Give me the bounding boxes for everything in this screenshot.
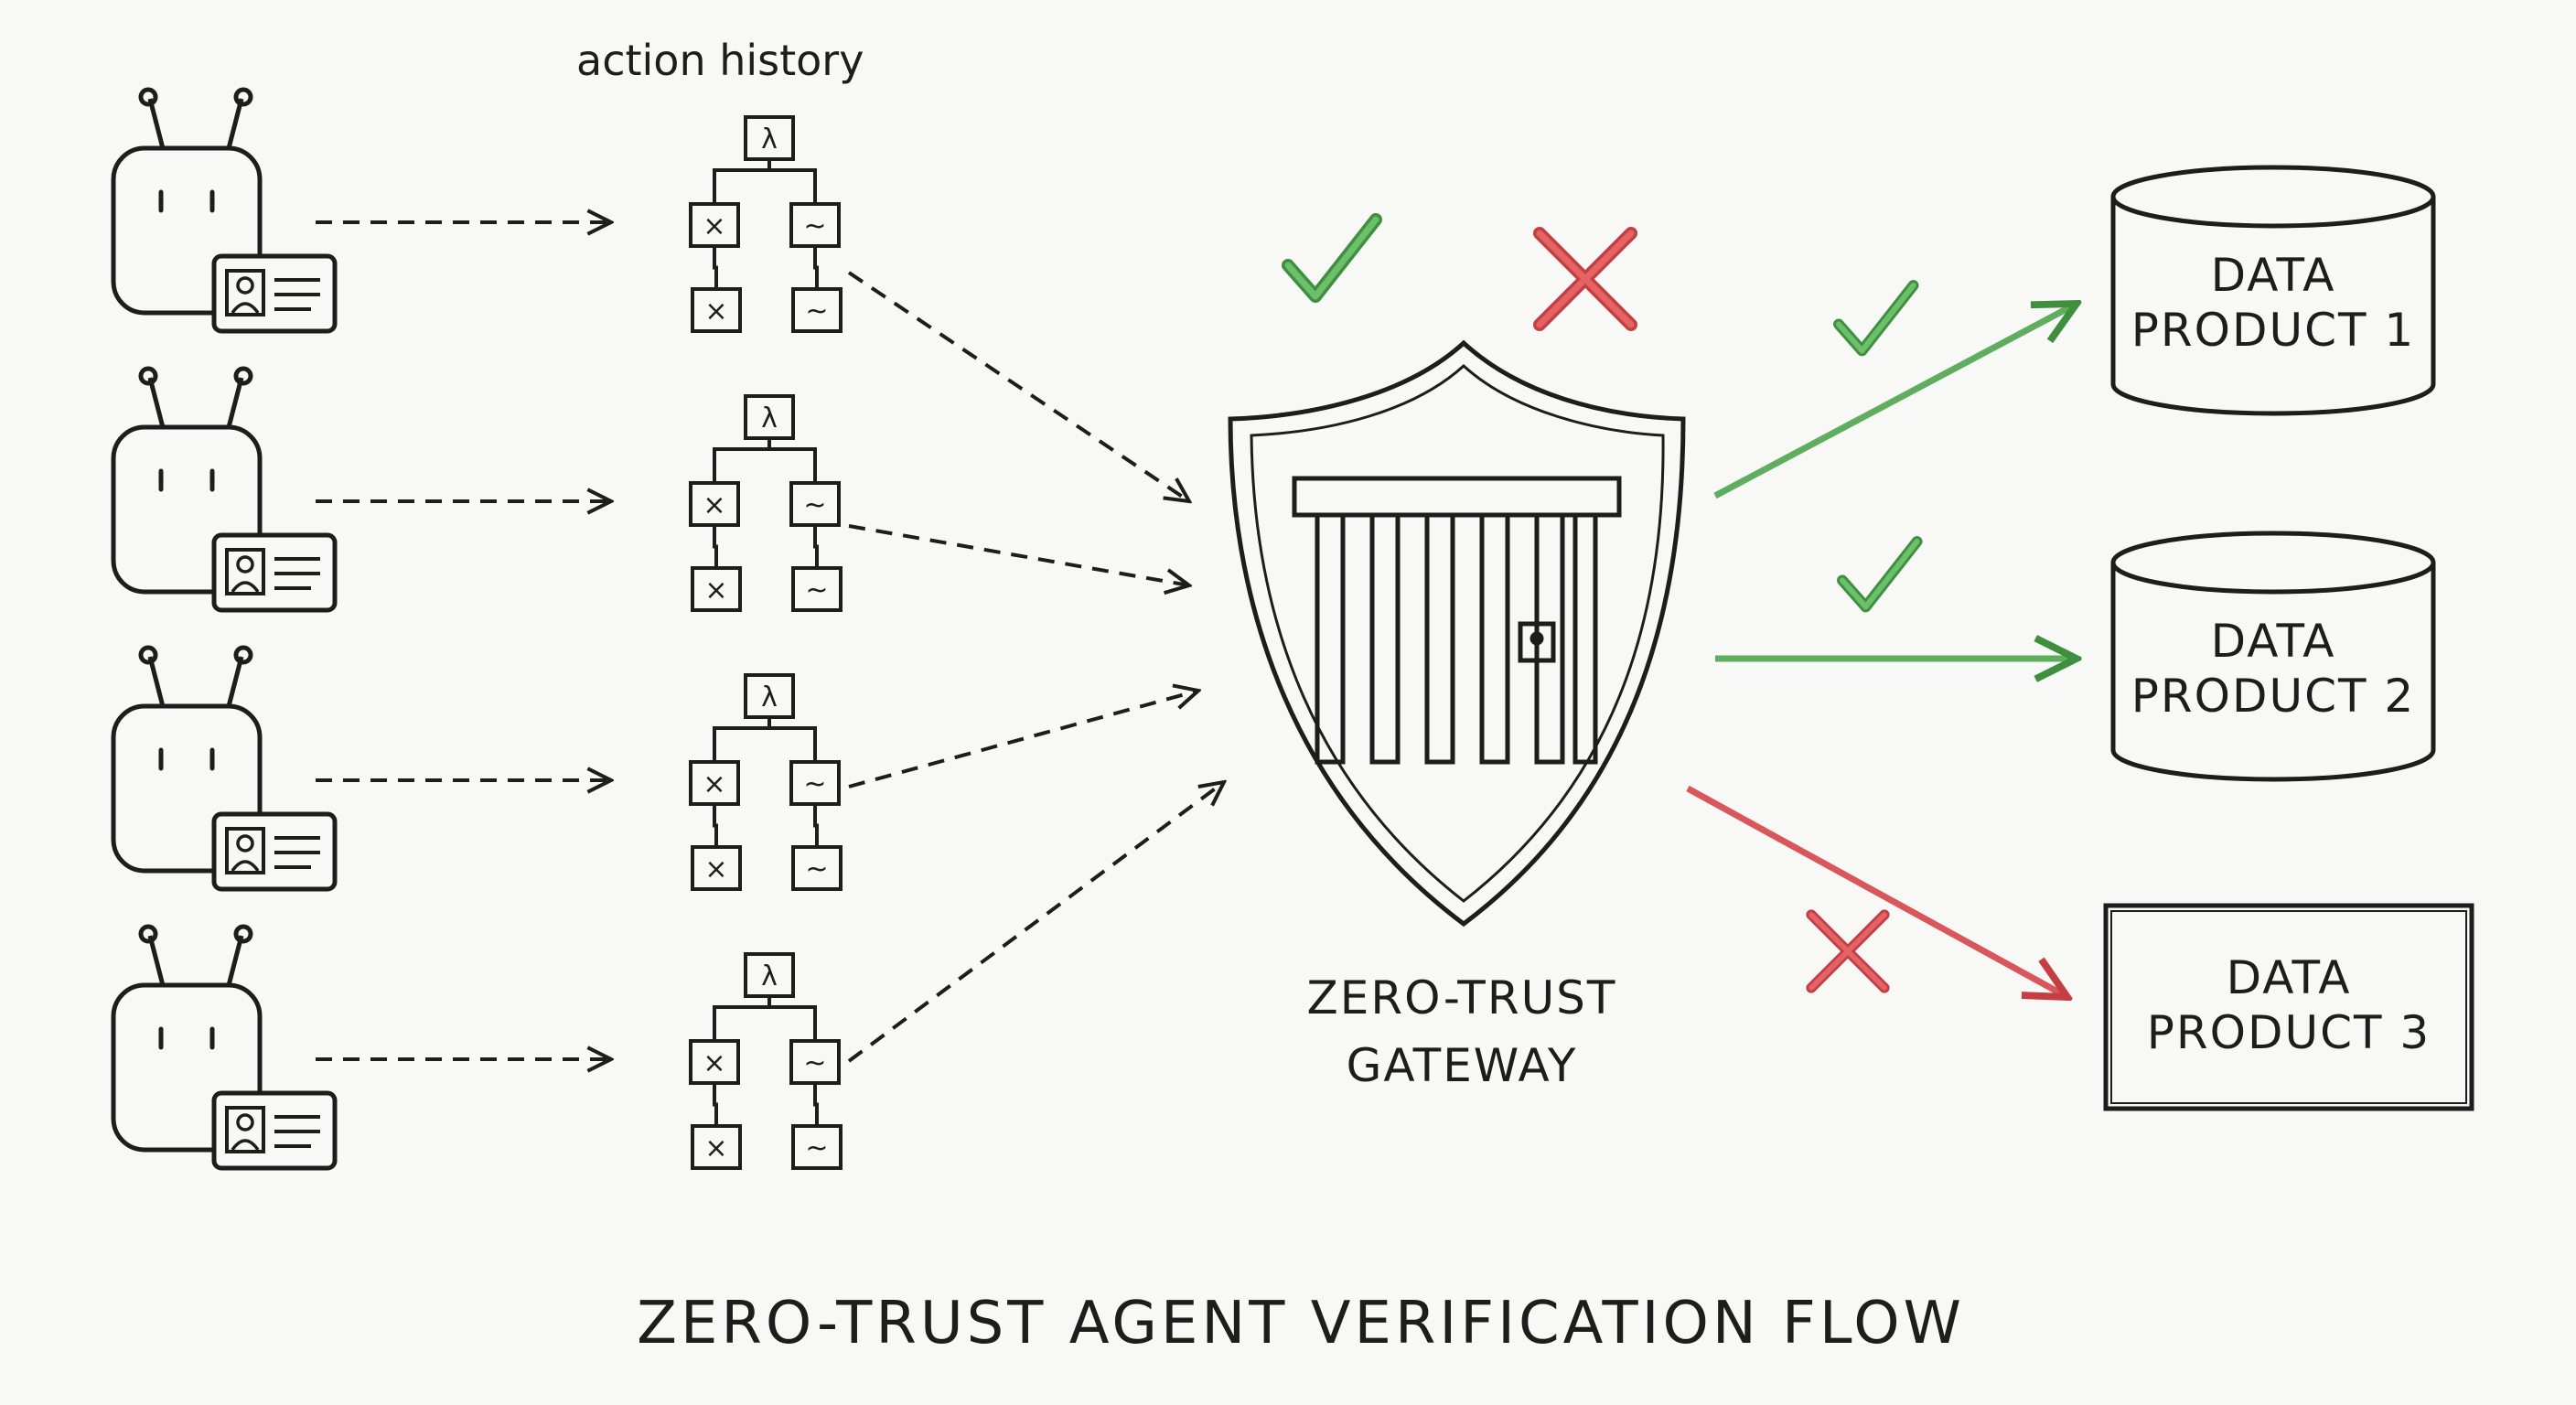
tree-node xyxy=(791,1124,843,1170)
tree-connector xyxy=(813,804,819,847)
tree-connector xyxy=(713,1083,718,1126)
agent-1[interactable] xyxy=(113,90,335,331)
product-2-line-2: PRODUCT 2 xyxy=(2131,670,2416,723)
agent-4[interactable] xyxy=(113,927,335,1168)
tree-node-symbol: ~ xyxy=(803,1047,826,1079)
tree-connector xyxy=(713,804,718,847)
agent-2[interactable] xyxy=(113,369,335,610)
tree-connector xyxy=(713,438,817,483)
action-history-tree: λ × ~ × ~ xyxy=(689,115,843,333)
tree-connector xyxy=(713,717,817,762)
tree-node xyxy=(789,481,841,527)
agent-3[interactable] xyxy=(113,648,335,889)
action-history-tree: λ × ~ × ~ xyxy=(689,952,843,1170)
product-2-line-1: DATA xyxy=(2211,615,2336,668)
agent-to-history-arrows xyxy=(316,222,611,1059)
allowed-arrow-1 xyxy=(1713,304,2077,499)
database-icon xyxy=(2110,563,2436,782)
tree-node-symbol: × xyxy=(703,489,725,521)
box-icon xyxy=(2103,903,2474,1111)
gate-icon xyxy=(1292,476,1622,765)
tree-node xyxy=(689,1039,740,1085)
tree-node-symbol: × xyxy=(704,853,727,885)
denied-arrow-3 xyxy=(1686,785,2067,997)
action-history-tree: λ × ~ × ~ xyxy=(689,394,843,612)
tree-node-symbol: × xyxy=(703,768,725,800)
product-1-line-2: PRODUCT 1 xyxy=(2131,304,2416,357)
action-history-trees: λ × ~ × ~ λ × ~ × ~ λ × ~ × ~ λ × ~ × ~ xyxy=(689,115,843,1170)
gateway-label-line-2: GATEWAY xyxy=(1347,1039,1578,1092)
tree-node xyxy=(691,566,742,612)
check-icon xyxy=(1839,285,1914,350)
tree-node-symbol: × xyxy=(704,574,727,606)
tree-node xyxy=(791,287,843,333)
tree-connector xyxy=(713,159,817,204)
tree-node xyxy=(691,1124,742,1170)
tree-node-symbol: ~ xyxy=(805,295,828,327)
product-3-line-1: DATA xyxy=(2227,951,2352,1004)
tree-node-symbol: × xyxy=(704,1132,727,1164)
tree-node xyxy=(744,673,795,719)
zero-trust-gateway[interactable] xyxy=(1228,339,1686,928)
data-product-3[interactable]: DATA PRODUCT 3 xyxy=(2103,903,2474,1111)
tree-node-symbol: ~ xyxy=(803,210,826,242)
tree-node xyxy=(744,115,795,161)
tree-node xyxy=(744,952,795,998)
tree-node-symbol: × xyxy=(703,1047,725,1079)
tree-connector xyxy=(713,996,817,1041)
action-history-tree: λ × ~ × ~ xyxy=(689,673,843,891)
product-1-line-1: DATA xyxy=(2211,249,2336,302)
id-card-icon xyxy=(214,535,335,610)
tree-node xyxy=(789,760,841,806)
id-card-icon xyxy=(214,814,335,889)
check-icon xyxy=(1288,220,1376,296)
tree-connector xyxy=(713,525,718,568)
tree-node-symbol: ~ xyxy=(805,1132,828,1164)
history-to-gateway-arrows xyxy=(847,271,1224,1063)
tree-node-symbol: ~ xyxy=(803,768,826,800)
tree-connector xyxy=(813,525,819,568)
tree-connector xyxy=(813,246,819,289)
tree-node xyxy=(689,202,740,248)
tree-node xyxy=(691,845,742,891)
tree-node xyxy=(689,760,740,806)
database-icon xyxy=(2110,197,2436,416)
tree-node xyxy=(791,845,843,891)
product-3-line-2: PRODUCT 3 xyxy=(2147,1006,2431,1059)
x-icon xyxy=(1811,915,1884,988)
tree-node-symbol: × xyxy=(704,295,727,327)
check-icon xyxy=(1842,542,1917,606)
diagram-title: ZERO-TRUST AGENT VERIFICATION FLOW xyxy=(637,1290,1965,1357)
tree-node xyxy=(791,566,843,612)
tree-connector xyxy=(713,246,718,289)
id-card-icon xyxy=(214,256,335,331)
tree-node-symbol: × xyxy=(703,210,725,242)
gateway-label-line-1: ZERO-TRUST xyxy=(1307,971,1617,1024)
shield-icon xyxy=(1228,339,1686,928)
id-card-icon xyxy=(214,1093,335,1168)
data-product-1[interactable]: DATA PRODUCT 1 xyxy=(2110,165,2436,416)
action-history-label: action history xyxy=(576,36,864,85)
tree-node xyxy=(744,394,795,440)
tree-node-symbol: λ xyxy=(761,123,778,156)
data-product-2[interactable]: DATA PRODUCT 2 xyxy=(2110,531,2436,782)
tree-node-symbol: λ xyxy=(761,960,778,992)
tree-node-symbol: ~ xyxy=(805,853,828,885)
tree-node xyxy=(789,202,841,248)
x-icon xyxy=(1540,233,1631,325)
tree-node xyxy=(789,1039,841,1085)
tree-node xyxy=(691,287,742,333)
tree-node-symbol: λ xyxy=(761,681,778,713)
tree-node-symbol: λ xyxy=(761,402,778,434)
tree-node-symbol: ~ xyxy=(805,574,828,606)
tree-connector xyxy=(813,1083,819,1126)
tree-node-symbol: ~ xyxy=(803,489,826,521)
tree-node xyxy=(689,481,740,527)
output-arrows xyxy=(1686,304,2077,997)
